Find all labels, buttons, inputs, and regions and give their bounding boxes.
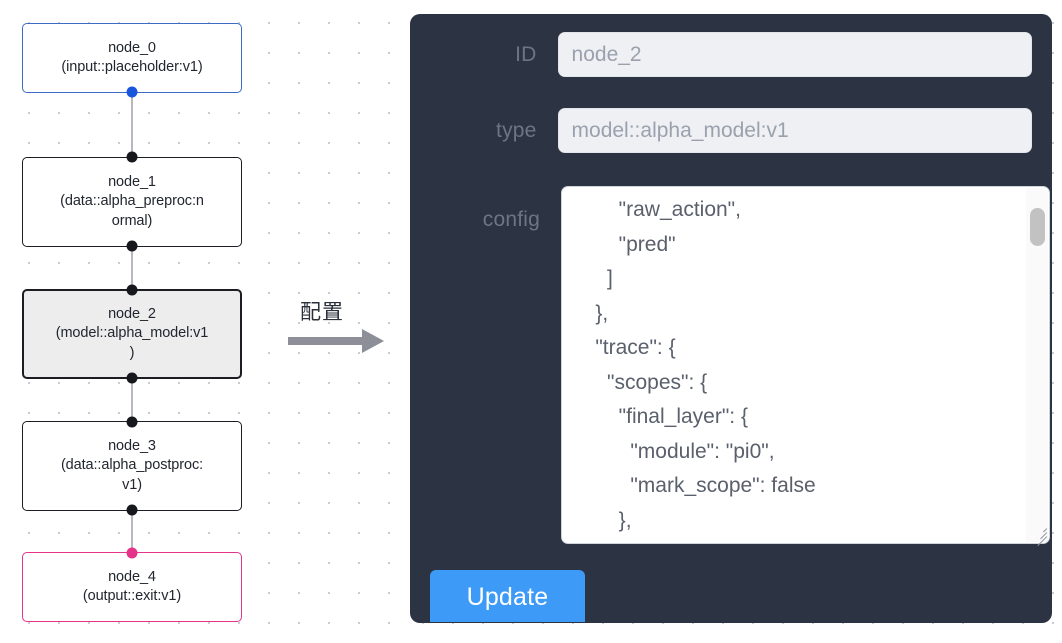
node-handle-target-node_3[interactable] xyxy=(126,416,138,428)
id-input[interactable] xyxy=(557,32,1032,77)
graph-node-node_2[interactable]: node_2(model::alpha_model:v1) xyxy=(22,289,242,379)
resize-grip-icon[interactable] xyxy=(1031,525,1048,546)
inspector-canvas: ID type config Update xyxy=(400,0,1062,643)
type-field-label: type xyxy=(496,118,537,142)
graph-node-node_4[interactable]: node_4(output::exit:v1) xyxy=(22,552,242,622)
node-handle-source-node_2[interactable] xyxy=(126,372,138,384)
config-scrollbar-track[interactable] xyxy=(1026,188,1048,542)
id-field-label: ID xyxy=(515,42,537,66)
arrow-head-icon xyxy=(362,329,384,353)
node-label: node_2(model::alpha_model:v1) xyxy=(55,306,209,361)
transition-label: 配置 xyxy=(300,300,344,324)
node-handle-target-node_4[interactable] xyxy=(126,547,138,559)
arrow-right-icon xyxy=(288,337,364,345)
config-field-row: config xyxy=(430,186,1050,546)
update-button[interactable]: Update xyxy=(430,570,585,622)
node-handle-target-node_2[interactable] xyxy=(126,284,138,296)
edge-node3-node4 xyxy=(131,506,133,557)
node-label: node_4(output::exit:v1) xyxy=(82,568,182,604)
edge-node1-node2 xyxy=(131,242,133,294)
config-textarea-wrapper xyxy=(561,186,1050,546)
config-textarea[interactable] xyxy=(561,186,1050,544)
node-handle-target-node_1[interactable] xyxy=(126,151,138,163)
edge-node0-node1 xyxy=(131,88,133,162)
graph-node-node_0[interactable]: node_0(input::placeholder:v1) xyxy=(22,23,242,93)
node-handle-source-node_3[interactable] xyxy=(126,504,138,516)
transition-annotation: 配置 xyxy=(286,296,398,366)
node-label: node_3(data::alpha_postproc:v1) xyxy=(60,438,204,493)
node-inspector-panel: ID type config Update xyxy=(410,14,1052,623)
config-field-label: config xyxy=(482,208,540,231)
edge-node2-node3 xyxy=(131,374,133,426)
graph-node-node_3[interactable]: node_3(data::alpha_postproc:v1) xyxy=(22,421,242,511)
graph-canvas[interactable]: node_0(input::placeholder:v1) node_1(dat… xyxy=(0,0,400,643)
type-input[interactable] xyxy=(557,108,1032,153)
id-field-row: ID xyxy=(430,32,1032,77)
node-handle-source-node_0[interactable] xyxy=(126,86,138,98)
node-label: node_0(input::placeholder:v1) xyxy=(61,39,203,75)
node-handle-source-node_1[interactable] xyxy=(126,240,138,252)
type-field-row: type xyxy=(430,108,1032,153)
config-scrollbar-thumb[interactable] xyxy=(1030,208,1045,246)
